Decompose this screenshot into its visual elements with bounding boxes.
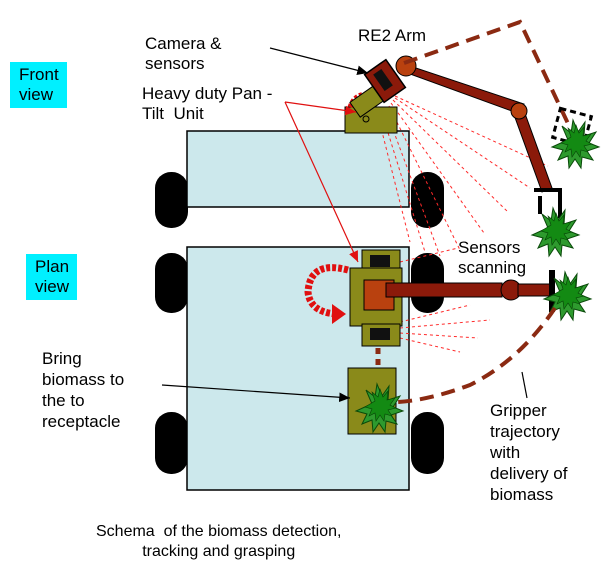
camera-sensors-label: Camera & sensors	[145, 34, 222, 73]
gripper-trajectory-label: Gripper trajectory with delivery of biom…	[490, 401, 568, 504]
plan-gripper-trajectory	[397, 306, 557, 404]
front-gripper-ghost	[550, 106, 594, 148]
camera-sensor-housing	[363, 58, 407, 104]
pan-tilt-arrow-front	[284, 101, 357, 116]
plan-pan-tilt-unit	[349, 249, 403, 347]
rotation-arrow	[304, 264, 349, 324]
bring-biomass-arrow	[161, 384, 351, 403]
re2-arm-front	[395, 55, 562, 218]
front-scan-lines	[376, 95, 549, 257]
plant-front-bottom	[531, 207, 580, 257]
pan-tilt-label: Heavy duty Pan - Tilt Unit	[142, 84, 273, 123]
re2-arm-plan	[385, 270, 555, 312]
re2-arm-label: RE2 Arm	[358, 26, 427, 45]
front-wheel-left	[155, 172, 188, 228]
plan-wheel-rear-left	[155, 412, 188, 474]
sensors-scanning-label: Sensors scanning	[458, 238, 527, 277]
front-vehicle-body	[186, 130, 410, 208]
plan-scan-lines	[399, 247, 491, 353]
front-view-label: Front view	[10, 62, 67, 108]
front-view-vehicle	[155, 130, 444, 228]
trajectory-pointer-line	[521, 371, 528, 399]
pan-tilt-arrow-plan	[284, 101, 359, 263]
plant-front-top	[551, 119, 600, 169]
front-wheel-right	[411, 172, 444, 228]
plan-wheel-rear-right	[411, 412, 444, 474]
plan-wheel-front-left	[155, 253, 188, 313]
receptacle	[347, 367, 404, 435]
bring-biomass-label: Bring biomass to the to receptacle	[42, 349, 125, 431]
diagram-caption: Schema of the biomass detection, trackin…	[96, 523, 342, 560]
plan-view-label: Plan view	[26, 254, 78, 300]
camera-pointer-arrow	[269, 47, 369, 75]
front-gripper-trajectory	[403, 19, 574, 133]
